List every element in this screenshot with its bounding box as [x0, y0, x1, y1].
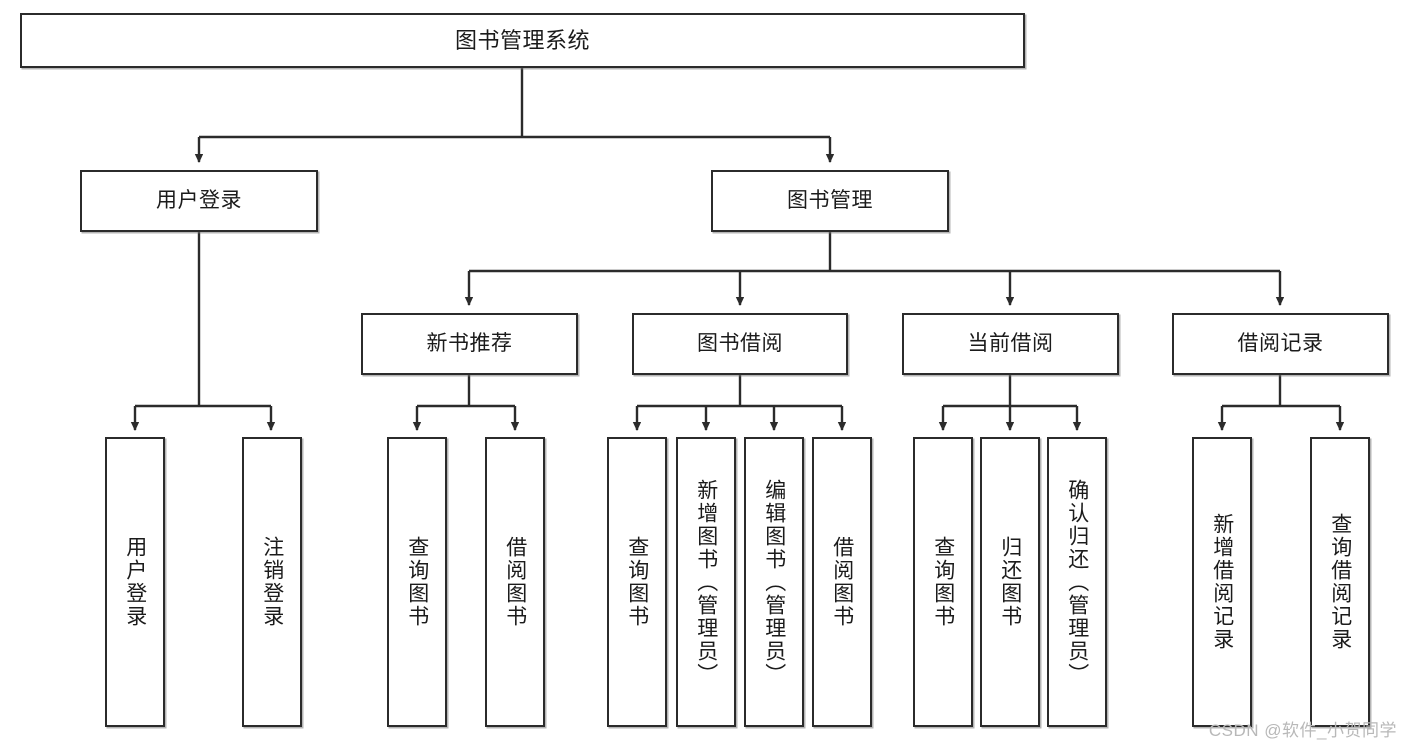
edges-newbook-to-leaves: [412, 375, 520, 431]
node-leaf-add-book-admin[interactable]: 新增图书（管理员）: [676, 437, 736, 727]
node-label: 确认归还（管理员）: [1065, 478, 1089, 686]
node-label: 图书管理系统: [454, 27, 590, 53]
node-label: 图书借阅: [697, 331, 783, 355]
node-leaf-add-borrow-record[interactable]: 新增借阅记录: [1192, 437, 1252, 727]
edges-borrowrecord-to-leaves: [1217, 375, 1345, 431]
node-label: 新增借阅记录: [1210, 513, 1234, 651]
node-leaf-query-book-borrow[interactable]: 查询图书: [607, 437, 667, 727]
node-leaf-confirm-return-admin[interactable]: 确认归还（管理员）: [1047, 437, 1107, 727]
node-book-borrow[interactable]: 图书借阅: [632, 313, 848, 375]
node-label: 查询图书: [405, 536, 429, 628]
node-leaf-borrow-book[interactable]: 借阅图书: [812, 437, 872, 727]
node-label: 注销登录: [260, 536, 284, 628]
edges-userlogin-to-leaves: [130, 232, 276, 431]
node-user-login[interactable]: 用户登录: [80, 170, 318, 232]
node-new-book-recommend[interactable]: 新书推荐: [361, 313, 578, 375]
node-label: 查询借阅记录: [1328, 513, 1352, 651]
watermark-text: CSDN @软件_小贺同学: [1208, 721, 1397, 740]
node-leaf-query-book-recommend[interactable]: 查询图书: [387, 437, 447, 727]
node-label: 编辑图书（管理员）: [762, 478, 786, 686]
node-label: 当前借阅: [967, 331, 1054, 355]
node-label: 新书推荐: [426, 331, 513, 355]
edges-currentborrow-to-leaves: [938, 375, 1082, 431]
node-leaf-query-borrow-record[interactable]: 查询借阅记录: [1310, 437, 1370, 727]
node-label: 图书管理: [787, 188, 873, 212]
node-leaf-borrow-book-recommend[interactable]: 借阅图书: [485, 437, 545, 727]
node-root-book-management-system[interactable]: 图书管理系统: [20, 13, 1025, 68]
node-current-borrow[interactable]: 当前借阅: [902, 313, 1119, 375]
node-label: 借阅图书: [830, 536, 854, 628]
node-label: 用户登录: [123, 536, 147, 628]
edges-root-to-level2: [194, 68, 835, 163]
node-leaf-return-book[interactable]: 归还图书: [980, 437, 1040, 727]
edges-bookborrow-to-leaves: [632, 375, 847, 431]
node-leaf-edit-book-admin[interactable]: 编辑图书（管理员）: [744, 437, 804, 727]
node-label: 用户登录: [156, 188, 242, 212]
node-label: 借阅记录: [1237, 331, 1324, 355]
node-book-management[interactable]: 图书管理: [711, 170, 949, 232]
node-leaf-user-login[interactable]: 用户登录: [105, 437, 165, 727]
node-label: 借阅图书: [503, 536, 527, 628]
edges-bookmanage-to-level3: [464, 232, 1285, 306]
node-label: 归还图书: [998, 536, 1022, 628]
node-leaf-logout-login[interactable]: 注销登录: [242, 437, 302, 727]
node-label: 新增图书（管理员）: [694, 478, 718, 686]
node-borrow-record[interactable]: 借阅记录: [1172, 313, 1389, 375]
node-label: 查询图书: [625, 536, 649, 628]
node-leaf-query-book-current[interactable]: 查询图书: [913, 437, 973, 727]
node-label: 查询图书: [931, 536, 955, 628]
